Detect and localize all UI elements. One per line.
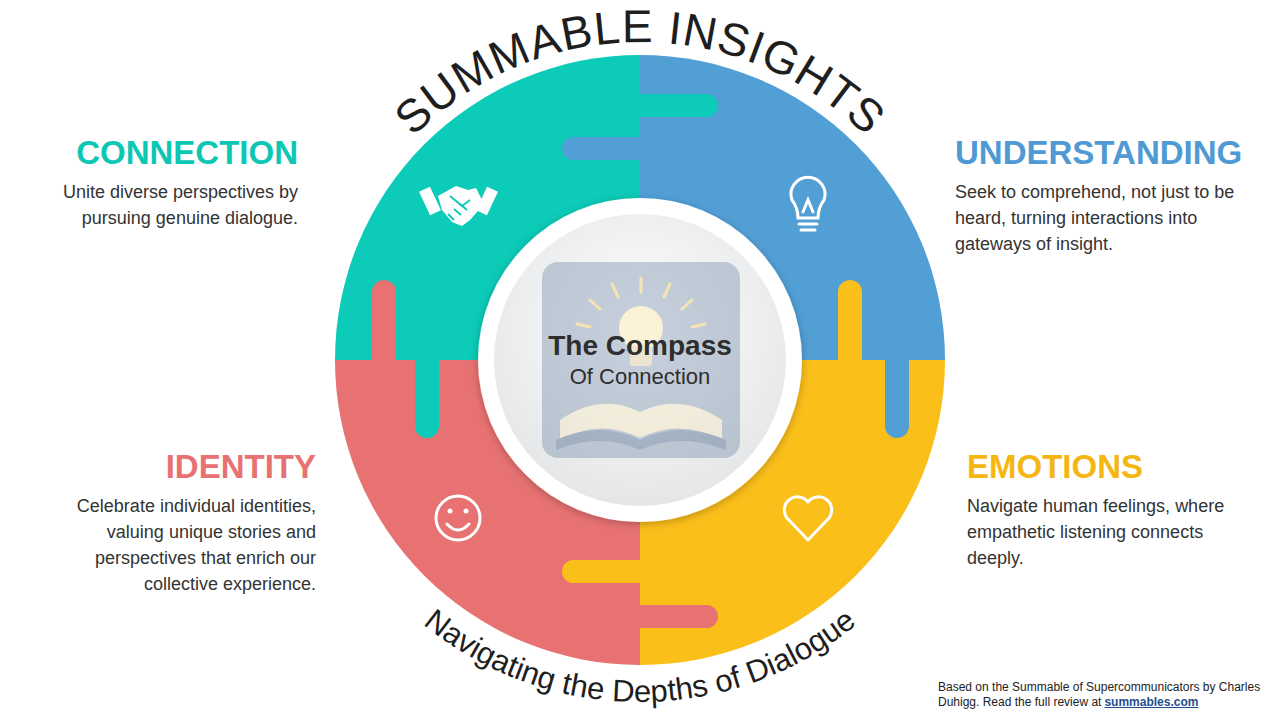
caption-arc-text: Navigating the Depths of Dialogue [418,602,861,709]
center-ring [478,198,802,522]
section-body: Unite diverse perspectives by pursuing g… [28,179,298,231]
center-hub: The CompassOf Connection [548,329,732,391]
source-text: Based on the Summable of Supercommunicat… [938,680,1260,709]
section-body: Seek to comprehend, not just to be heard… [955,179,1255,257]
understanding-label: UNDERSTANDING Seek to comprehend, not jus… [955,133,1255,257]
source-note: Based on the Summable of Supercommunicat… [938,680,1273,710]
red-tab [372,280,396,400]
caption-arc: Navigating the Depths of Dialogue [418,602,861,709]
section-body: Navigate human feelings, where empatheti… [967,493,1242,571]
red-tab [600,605,718,628]
book-bulb-picture [542,262,740,458]
yellow-tab [562,560,680,583]
section-heading: EMOTIONS [967,447,1242,487]
emotions-label: EMOTIONS Navigate human feelings, where e… [967,447,1242,571]
smiley-icon [436,496,480,540]
teal-tab [600,94,718,117]
hub-subtitle: Of Connection [548,363,732,391]
handshake-icon [419,186,498,226]
section-heading: IDENTITY [16,447,316,487]
heart-icon [784,497,831,540]
connection-label: CONNECTION Unite diverse perspectives by … [28,133,298,231]
yellow-tab [838,280,862,400]
section-heading: UNDERSTANDING [955,133,1255,173]
hub-title: The Compass [548,329,732,363]
center-disc [494,214,786,506]
section-body: Celebrate individual identities, valuing… [16,493,316,597]
title-arc: SUMMABLE INSIGHTS [384,0,895,144]
blue-tab [562,137,680,160]
teal-tab [415,320,439,438]
source-link: summables.com [1104,695,1198,709]
identity-label: IDENTITY Celebrate individual identities,… [16,447,316,597]
section-heading: CONNECTION [28,133,298,173]
blue-tab [885,320,909,438]
bulb-icon [791,177,825,230]
title-arc-text: SUMMABLE INSIGHTS [384,0,895,144]
